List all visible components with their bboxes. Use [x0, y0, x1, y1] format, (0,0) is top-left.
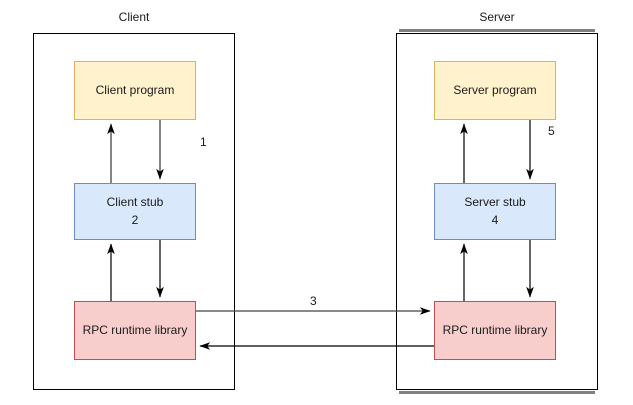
client-container-title: Client: [118, 10, 150, 24]
client-container[interactable]: [33, 33, 235, 390]
client-runtime-label: RPC runtime library: [82, 322, 188, 337]
client-stub-step: 2: [131, 212, 139, 227]
server-stub-box[interactable]: Server stub 4: [434, 183, 556, 240]
client-stub-label: Client stub: [106, 195, 164, 210]
client-runtime-box[interactable]: RPC runtime library: [74, 301, 196, 360]
server-program-box[interactable]: Server program: [434, 61, 556, 120]
client-stub-box[interactable]: Client stub 2: [74, 183, 196, 240]
client-program-box[interactable]: Client program: [74, 61, 196, 120]
step-label-5: 5: [548, 124, 555, 138]
server-program-label: Server program: [453, 82, 537, 97]
server-container[interactable]: [396, 29, 598, 394]
step-label-3: 3: [310, 294, 317, 308]
client-program-label: Client program: [95, 82, 175, 97]
server-container-title: Server: [479, 10, 515, 24]
server-runtime-label: RPC runtime library: [442, 322, 548, 337]
server-stub-step: 4: [491, 212, 499, 227]
server-runtime-box[interactable]: RPC runtime library: [434, 301, 556, 360]
step-label-1: 1: [200, 135, 207, 149]
server-stub-label: Server stub: [464, 195, 526, 210]
